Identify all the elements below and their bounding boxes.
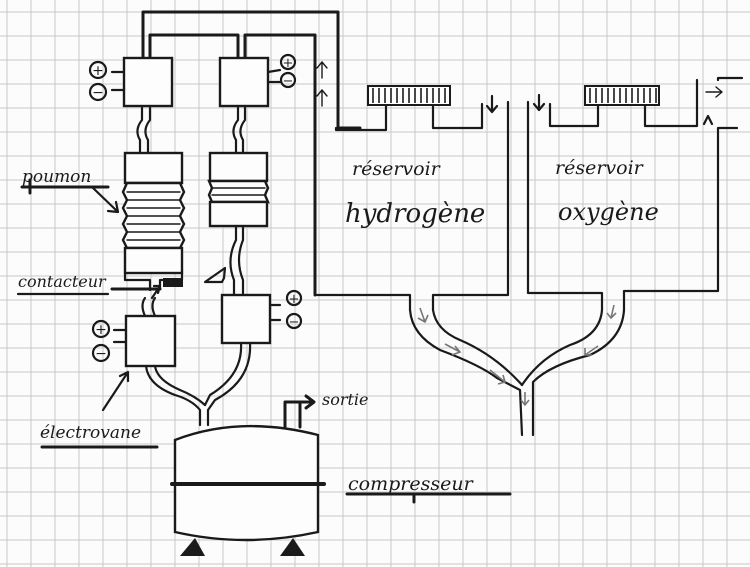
- inner-pipe-right: [243, 33, 317, 297]
- compressor-feed-pipes: [144, 341, 252, 427]
- label-reservoir-oxygene-1: réservoir: [555, 157, 645, 179]
- compressor: [170, 394, 326, 556]
- flow-arrow: [417, 307, 429, 324]
- oxygen-heater-icon: [584, 85, 660, 106]
- plus-sign: +: [92, 63, 104, 79]
- outer-pipe: [141, 10, 362, 130]
- label-reservoir-hydrogene-1: réservoir: [352, 158, 442, 180]
- flow-arrow: [489, 369, 506, 385]
- flow-arrow: [520, 392, 530, 407]
- flow-arrow: [444, 343, 462, 356]
- minus-terminal-icon: [285, 312, 303, 330]
- flow-down-arrow: [532, 93, 546, 112]
- top-piping: [141, 10, 362, 297]
- hydrogen-heater-hatch: [372, 88, 446, 103]
- electrovanne-pointer-arrow: [101, 370, 130, 412]
- minus-sign: −: [283, 74, 294, 89]
- flow-arrow: [584, 345, 599, 356]
- poumon-pointer-arrow: [90, 185, 120, 214]
- label-reservoir-hydrogene-2: hydrogène: [345, 199, 485, 229]
- compressor-foot-right: [280, 538, 305, 556]
- plus-terminal-icon: [88, 60, 108, 80]
- flow-right-arrow: [705, 86, 723, 98]
- flow-up-arrow-2: [316, 89, 328, 107]
- minus-sign: −: [289, 315, 300, 330]
- minus-terminal-icon: [279, 71, 297, 89]
- minus-terminal-icon: [88, 82, 108, 102]
- flow-down-arrow: [485, 94, 499, 114]
- oxygen-heater-hatch: [589, 88, 657, 103]
- flow-up-arrow: [702, 114, 714, 126]
- contactor-trigger-icon: [203, 266, 227, 284]
- label-reservoir-oxygene-2: oxygène: [558, 198, 659, 226]
- label-contacteur: contacteur: [18, 272, 107, 291]
- label-poumon: poumon: [22, 167, 91, 187]
- plus-terminal-icon: [91, 319, 111, 339]
- minus-terminal-icon: [91, 343, 111, 363]
- minus-sign: −: [92, 85, 104, 101]
- lung-right: [207, 151, 270, 298]
- flow-up-arrow-1: [316, 61, 328, 79]
- valve-bottom-left: + −: [91, 296, 177, 368]
- inner-pipe-left: [148, 33, 240, 59]
- plus-terminal-icon: [279, 53, 297, 71]
- lung-left: [121, 151, 186, 275]
- tank-collector-pipe: [408, 304, 626, 437]
- contactor: [110, 266, 227, 300]
- plus-sign: +: [283, 56, 294, 71]
- valve-top-right: + −: [218, 53, 297, 154]
- plus-sign: +: [95, 322, 107, 338]
- valve-top-left: + −: [88, 56, 174, 154]
- label-sortie: sortie: [322, 390, 369, 409]
- compressor-foot-left: [180, 538, 205, 556]
- tank-oxygen: [526, 76, 744, 312]
- flow-arrow: [606, 304, 617, 320]
- label-electrovanne: électrovane: [40, 423, 141, 443]
- minus-sign: −: [95, 346, 107, 362]
- labels: poumon contacteur électrovane sortie com…: [16, 157, 659, 504]
- contactor-switch-icon: [163, 278, 183, 287]
- tank-hydrogen: [313, 85, 510, 312]
- label-compresseur: compresseur: [348, 473, 475, 495]
- plus-terminal-icon: [285, 289, 303, 307]
- valve-bottom-right: + −: [220, 289, 303, 345]
- plus-sign: +: [289, 292, 300, 307]
